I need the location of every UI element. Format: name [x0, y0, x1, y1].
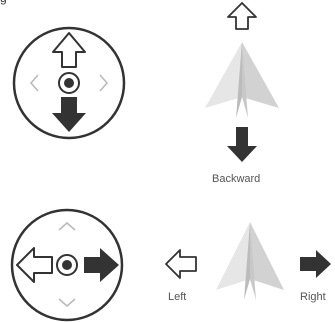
control-stick-roll — [12, 210, 122, 320]
control-stick-pitch — [14, 28, 124, 138]
paper-plane-icon — [205, 42, 279, 118]
paper-plane-icon — [216, 222, 284, 300]
stick-down-solid-arrow-icon — [52, 97, 86, 132]
right-label: Right — [300, 291, 326, 303]
stick-hint-down-chevron-icon — [59, 299, 75, 306]
stick-hint-left-chevron-icon — [31, 75, 38, 91]
stick-right-solid-arrow-icon — [84, 248, 119, 282]
right-solid-arrow-icon — [300, 250, 331, 278]
stick-left-outline-arrow-icon — [17, 248, 52, 282]
backward-solid-arrow-icon — [227, 127, 257, 162]
aircraft-roll-indicator — [166, 222, 331, 300]
aircraft-pitch-indicator — [205, 3, 279, 162]
stick-hint-right-chevron-icon — [100, 75, 107, 91]
left-outline-arrow-icon — [166, 250, 196, 278]
forward-outline-arrow-icon — [228, 3, 256, 29]
stick-center-dot — [62, 260, 72, 270]
stick-hint-up-chevron-icon — [59, 223, 75, 230]
left-label: Left — [168, 291, 186, 303]
backward-label: Backward — [212, 173, 260, 185]
stick-center-dot — [64, 78, 74, 88]
stick-up-outline-arrow-icon — [53, 33, 85, 67]
